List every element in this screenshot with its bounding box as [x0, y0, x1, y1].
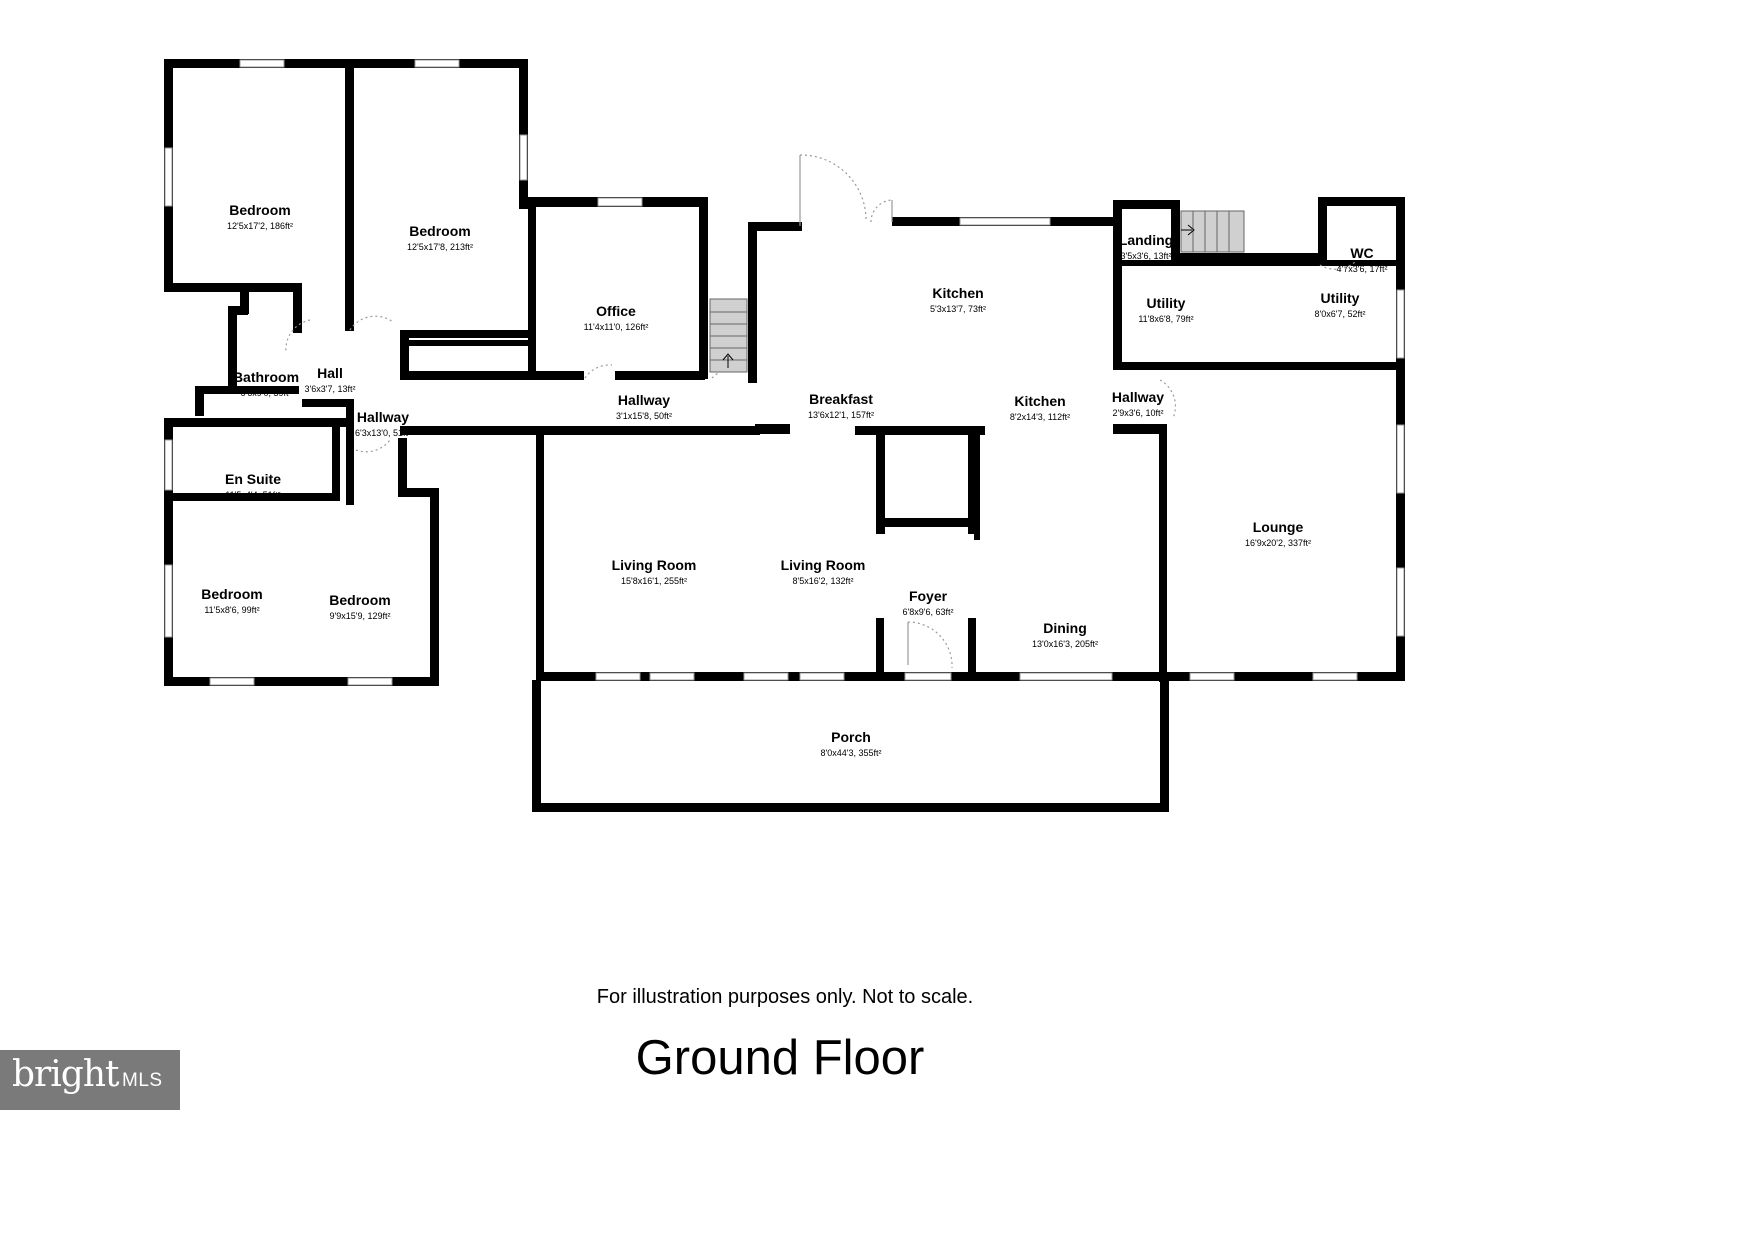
- room-label: Bedroom 9'9x15'9, 129ft²: [329, 592, 390, 621]
- room-label: Hall 3'6x3'7, 13ft²: [305, 365, 356, 394]
- room-name: Hallway: [357, 409, 409, 425]
- room-label: Breakfast 13'6x12'1, 157ft²: [808, 391, 874, 420]
- room-label: Hallway 2'9x3'6, 10ft²: [1112, 389, 1164, 418]
- room-label: Utility 8'0x6'7, 52ft²: [1315, 290, 1366, 319]
- room-dimensions: 3'6x3'7, 13ft²: [305, 384, 356, 394]
- room-label: Porch 8'0x44'3, 355ft²: [821, 729, 882, 758]
- room-dimensions: 6'6x9'0, 39ft²: [241, 388, 292, 398]
- floor-title: Ground Floor: [635, 1031, 925, 1085]
- room-dimensions: 11'4x11'0, 126ft²: [584, 322, 649, 332]
- room-dimensions: 11'5x4'4, 51ft²: [225, 490, 280, 500]
- room-labels: Bedroom 12'5x17'2, 186ft² Bedroom 12'5x17'…: [201, 202, 1387, 758]
- room-name: Kitchen: [1014, 393, 1065, 409]
- room-label: Living Room 15'8x16'1, 255ft²: [612, 557, 697, 586]
- room-label: Utility 11'8x6'8, 79ft²: [1138, 295, 1193, 324]
- room-dimensions: 15'8x16'1, 255ft²: [621, 576, 687, 586]
- room-dimensions: 11'8x6'8, 79ft²: [1138, 314, 1193, 324]
- room-label: Bedroom 12'5x17'8, 213ft²: [407, 223, 473, 252]
- room-label: Lounge 16'9x20'2, 337ft²: [1245, 519, 1311, 548]
- stairs-landing: [1180, 210, 1245, 253]
- room-name: Dining: [1043, 620, 1087, 636]
- logo-brand-text: bright: [12, 1054, 119, 1095]
- room-label: Office 11'4x11'0, 126ft²: [584, 303, 649, 332]
- room-dimensions: 6'8x9'6, 63ft²: [903, 607, 954, 617]
- room-name: Bedroom: [329, 592, 390, 608]
- room-dimensions: 8'5x16'2, 132ft²: [793, 576, 854, 586]
- room-dimensions: 5'3x13'7, 73ft²: [930, 304, 986, 314]
- room-name: Hallway: [618, 392, 670, 408]
- room-dimensions: 2'9x3'6, 10ft²: [1113, 408, 1164, 418]
- room-name: Living Room: [781, 557, 866, 573]
- windows: [164, 59, 1405, 686]
- room-label: Dining 13'0x16'3, 205ft²: [1032, 620, 1098, 649]
- room-label: Kitchen 5'3x13'7, 73ft²: [930, 285, 986, 314]
- room-dimensions: 16'9x20'2, 337ft²: [1245, 538, 1311, 548]
- logo-mls-text: MLS: [122, 1070, 163, 1091]
- room-dimensions: 9'9x15'9, 129ft²: [330, 611, 391, 621]
- room-dimensions: 8'0x44'3, 355ft²: [821, 748, 882, 758]
- room-dimensions: 6'3x13'0, 51ft²: [355, 428, 411, 438]
- walls: [164, 59, 1405, 812]
- room-dimensions: 13'6x12'1, 157ft²: [808, 410, 874, 420]
- room-dimensions: 12'5x17'2, 186ft²: [227, 221, 293, 231]
- room-name: Utility: [1147, 295, 1186, 311]
- room-name: Utility: [1321, 290, 1360, 306]
- room-name: Lounge: [1253, 519, 1304, 535]
- room-label: Landing 3'5x3'6, 13ft²: [1119, 232, 1173, 261]
- room-name: En Suite: [225, 471, 281, 487]
- room-name: Bathroom: [233, 369, 299, 385]
- bright-mls-logo: bright MLS: [0, 1050, 180, 1110]
- room-name: Breakfast: [809, 391, 873, 407]
- room-label: Bedroom 11'5x8'6, 99ft²: [201, 586, 262, 615]
- room-name: Bedroom: [409, 223, 470, 239]
- room-dimensions: 11'5x8'6, 99ft²: [204, 605, 259, 615]
- room-dimensions: 4'7x3'6, 17ft²: [1337, 264, 1388, 274]
- room-name: Foyer: [909, 588, 948, 604]
- room-name: Bedroom: [201, 586, 262, 602]
- stairs-office: [709, 298, 748, 373]
- room-label: En Suite 11'5x4'4, 51ft²: [225, 471, 281, 500]
- room-name: Hallway: [1112, 389, 1164, 405]
- room-name: Kitchen: [932, 285, 983, 301]
- room-name: Living Room: [612, 557, 697, 573]
- room-label: Living Room 8'5x16'2, 132ft²: [781, 557, 866, 586]
- room-dimensions: 3'1x15'8, 50ft²: [616, 411, 672, 421]
- disclaimer-text: For illustration purposes only. Not to s…: [596, 986, 974, 1008]
- room-label: Hallway 3'1x15'8, 50ft²: [616, 392, 672, 421]
- room-dimensions: 13'0x16'3, 205ft²: [1032, 639, 1098, 649]
- room-name: Bedroom: [229, 202, 290, 218]
- room-label: WC 4'7x3'6, 17ft²: [1337, 245, 1388, 274]
- room-label: Hallway 6'3x13'0, 51ft²: [355, 409, 411, 438]
- room-label: Foyer 6'8x9'6, 63ft²: [903, 588, 954, 617]
- room-name: Hall: [317, 365, 343, 381]
- room-dimensions: 8'0x6'7, 52ft²: [1315, 309, 1366, 319]
- room-name: WC: [1350, 245, 1373, 261]
- room-dimensions: 3'5x3'6, 13ft²: [1121, 251, 1172, 261]
- room-dimensions: 8'2x14'3, 112ft²: [1010, 412, 1070, 422]
- room-name: Porch: [831, 729, 871, 745]
- room-label: Bathroom 6'6x9'0, 39ft²: [233, 369, 299, 398]
- room-label: Bedroom 12'5x17'2, 186ft²: [227, 202, 293, 231]
- room-name: Office: [596, 303, 636, 319]
- room-dimensions: 12'5x17'8, 213ft²: [407, 242, 473, 252]
- room-label: Kitchen 8'2x14'3, 112ft²: [1010, 393, 1070, 422]
- room-name: Landing: [1119, 232, 1173, 248]
